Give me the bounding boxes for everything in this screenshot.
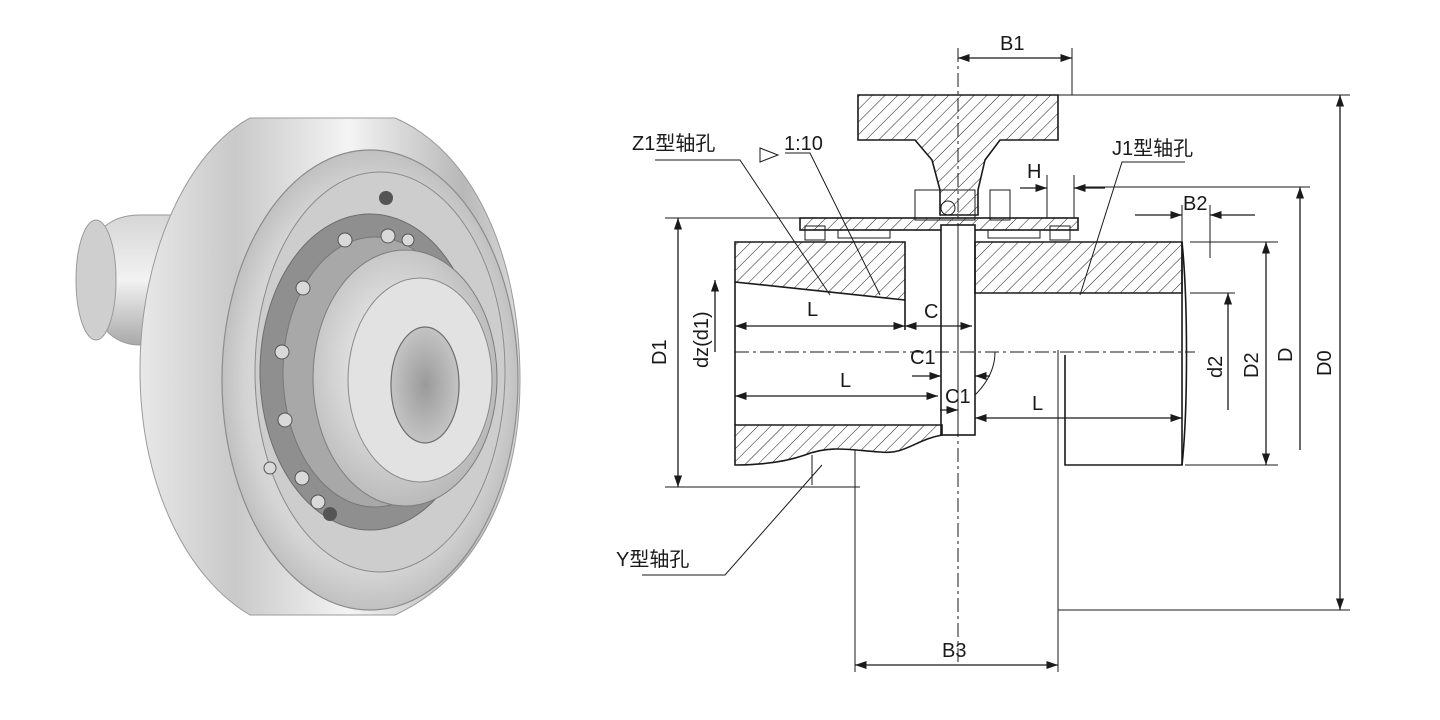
left-hub-lower [734, 424, 943, 466]
label-d2: d2 [1205, 356, 1227, 378]
right-hub-upper [974, 241, 1183, 294]
technical-drawing: B1 B3 B2 H C C1 C1 L L L 1:10 Z1型轴孔 J1型轴… [616, 33, 1350, 672]
leader-z1 [655, 159, 831, 296]
drum-hole-bottom [323, 507, 337, 521]
label-c: C [924, 301, 938, 323]
left-shaft-face [75, 219, 117, 341]
label-d: D [1275, 348, 1297, 362]
ring-bolts [263, 228, 415, 510]
bore-hole [390, 326, 460, 444]
leader-taper [785, 152, 881, 296]
label-c1-lower: C1 [945, 386, 971, 408]
label-taper: 1:10 [784, 133, 823, 155]
flange-plate [799, 217, 1079, 231]
flange-bolts [804, 189, 1071, 241]
label-h: H [1027, 161, 1041, 183]
label-c1-upper: C1 [910, 347, 936, 369]
label-l-top: L [807, 299, 818, 321]
label-y-bore: Y型轴孔 [616, 548, 689, 571]
label-b2: B2 [1183, 193, 1207, 215]
label-l-right: L [1032, 393, 1043, 415]
left-hub-upper [734, 241, 906, 301]
label-d2-upper: D2 [1241, 352, 1263, 378]
label-dz: dz(d1) [691, 311, 713, 368]
drum-hole-top [379, 191, 393, 205]
label-b1: B1 [1000, 33, 1024, 55]
label-j1-bore: J1型轴孔 [1112, 137, 1193, 160]
label-d1: D1 [649, 339, 671, 365]
taper-symbol [759, 147, 780, 163]
label-b3: B3 [942, 640, 966, 662]
label-d0: D0 [1314, 350, 1336, 376]
leader-j1 [1079, 161, 1185, 296]
label-l-mid: L [840, 370, 851, 392]
leader-y [642, 464, 823, 576]
label-z1-bore: Z1型轴孔 [632, 132, 715, 155]
coupling-photo [75, 117, 521, 616]
